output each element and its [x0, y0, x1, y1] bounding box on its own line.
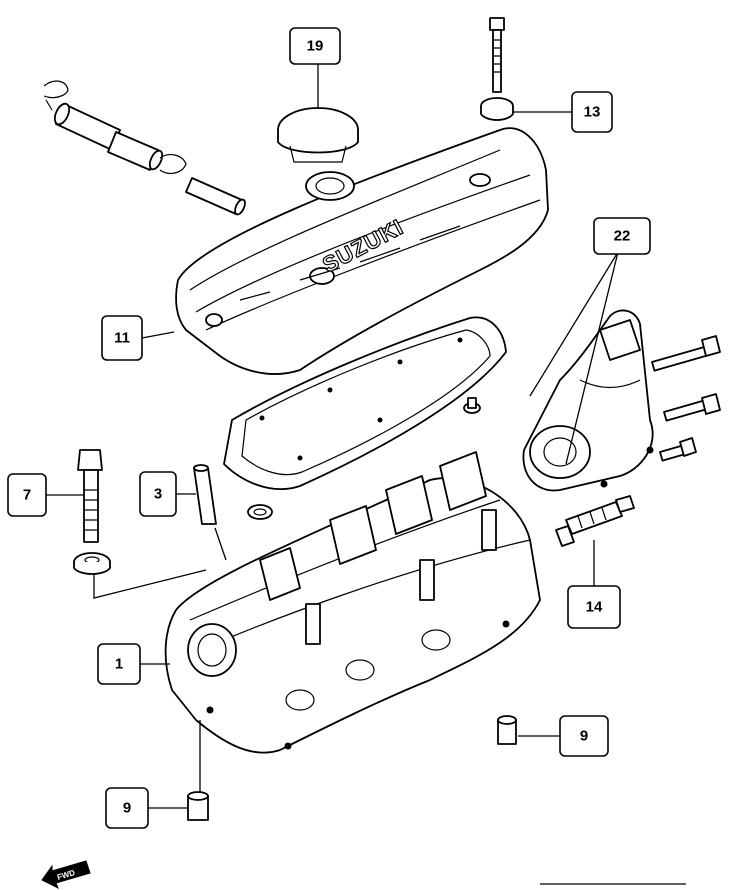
callout-9-right: 9	[559, 715, 609, 757]
callout-7-label: 7	[23, 487, 31, 504]
callout-11: 11	[101, 315, 143, 361]
hose-assembly	[43, 80, 246, 216]
leader-22a	[529, 251, 619, 397]
dowel-pin-left	[187, 791, 209, 821]
callout-13: 13	[571, 91, 613, 133]
callout-1: 1	[97, 643, 141, 685]
callout-13-label: 13	[584, 104, 601, 121]
callout-1-label: 1	[115, 656, 123, 673]
water-outlet-housing	[522, 309, 654, 492]
small-grommet	[463, 397, 481, 414]
callout-9-left: 9	[105, 787, 149, 829]
callout-9-right-label: 9	[580, 728, 588, 745]
callout-19-label: 19	[307, 38, 324, 55]
cover-gasket	[223, 316, 507, 490]
dowel-pin-right	[497, 715, 517, 745]
valve-stem-seal	[247, 504, 273, 520]
callout-22-label: 22	[614, 228, 631, 245]
leader-22b	[565, 251, 619, 465]
callout-11-label: 11	[114, 330, 130, 347]
fwd-arrow-icon: FWD	[41, 860, 91, 890]
callout-19: 19	[289, 27, 341, 65]
outlet-bolt-lower	[659, 437, 697, 462]
leader-washer	[93, 569, 207, 599]
valve-guide	[193, 464, 217, 525]
callout-7: 7	[7, 473, 47, 517]
callout-9-left-label: 9	[123, 800, 131, 817]
outlet-bolt-middle	[663, 393, 721, 422]
callout-3: 3	[139, 471, 177, 517]
cover-bolt-and-grommet	[480, 17, 514, 121]
head-bolt	[77, 449, 103, 543]
leader-lines	[46, 62, 619, 809]
callout-3-label: 3	[154, 486, 162, 503]
cylinder-head-cover: SUZUKI	[175, 127, 549, 375]
cylinder-head	[164, 451, 541, 754]
head-bolt-washer	[73, 552, 111, 575]
oil-filler-cap	[277, 107, 359, 163]
callout-14: 14	[567, 585, 621, 629]
leader-11	[141, 331, 175, 339]
callout-14-label: 14	[586, 599, 603, 616]
callout-22: 22	[593, 217, 651, 255]
temperature-sensor	[555, 495, 635, 547]
leader-3-guide	[214, 527, 227, 561]
outlet-bolt-upper	[651, 335, 721, 372]
